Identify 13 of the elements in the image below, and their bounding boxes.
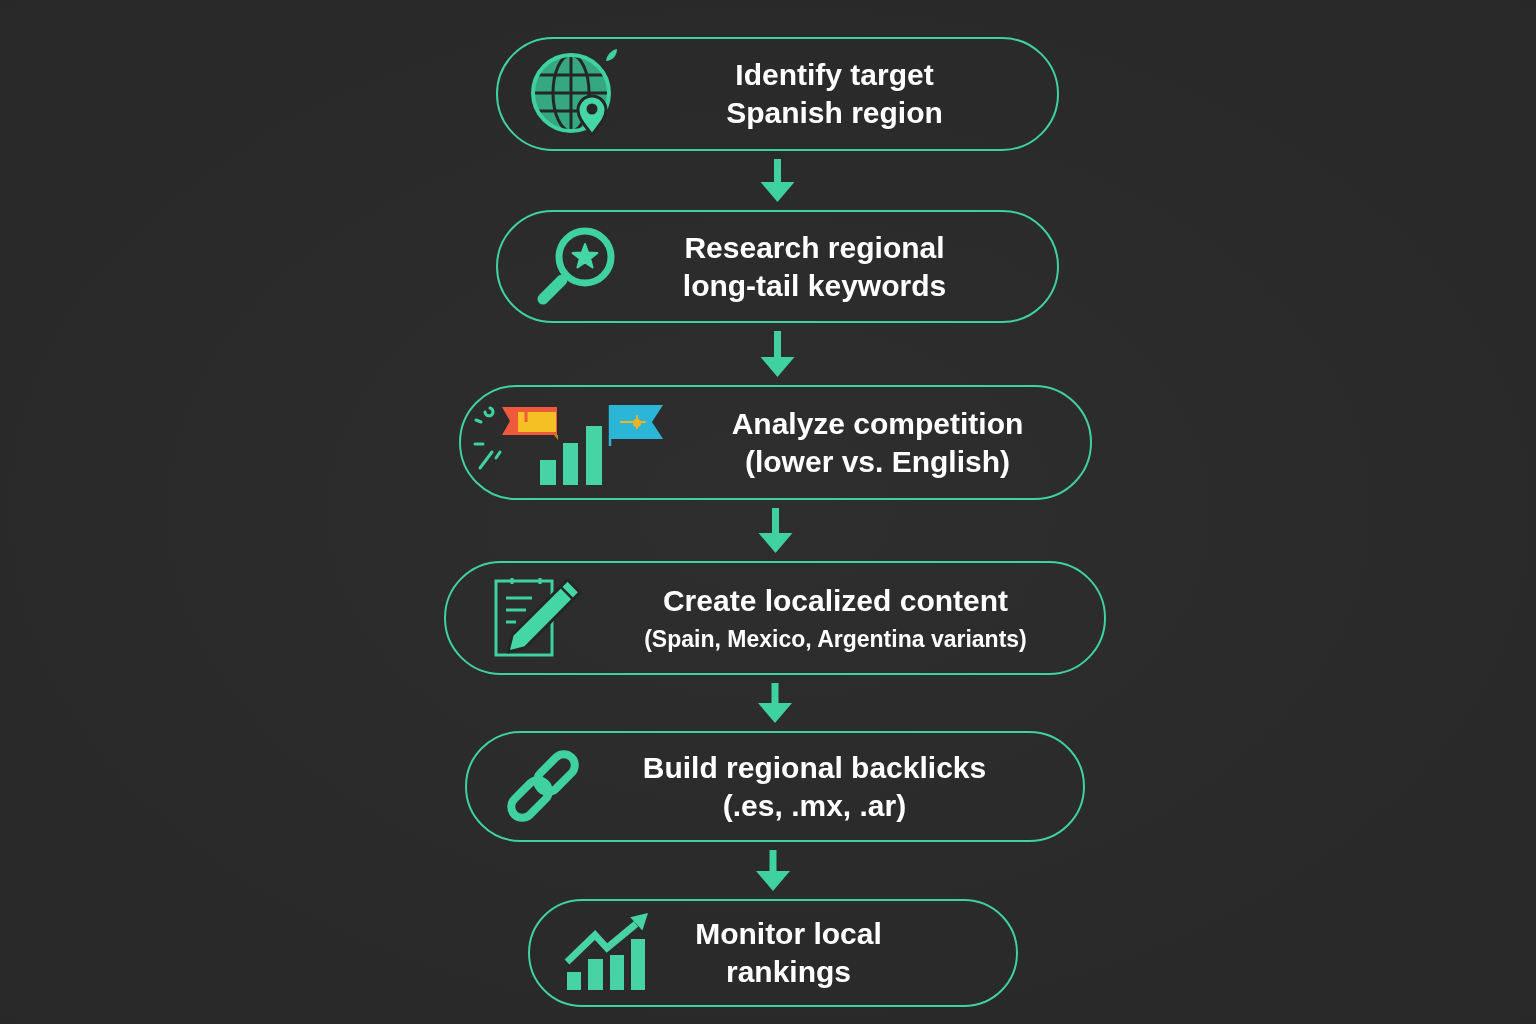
step-detail: (Spain, Mexico, Argentina variants) <box>644 625 1027 654</box>
step-label: Identify target Spanish region <box>725 57 944 131</box>
rounded-step-box <box>444 561 1106 675</box>
step-label: Analyze competition (lower vs. English) <box>730 405 1025 480</box>
step-label: Create localized content <box>662 583 1009 619</box>
step-label: Build regional backlicks (.es, .mx, .ar) <box>641 749 988 824</box>
rounded-step-box <box>496 37 1059 151</box>
rounded-step-box <box>459 385 1092 500</box>
rounded-step-box <box>465 731 1085 842</box>
step-label: Monitor local rankings <box>694 916 883 990</box>
rounded-step-box <box>528 899 1018 1007</box>
rounded-step-box <box>496 210 1059 323</box>
step-label: Research regional long-tail keywords <box>681 229 948 304</box>
